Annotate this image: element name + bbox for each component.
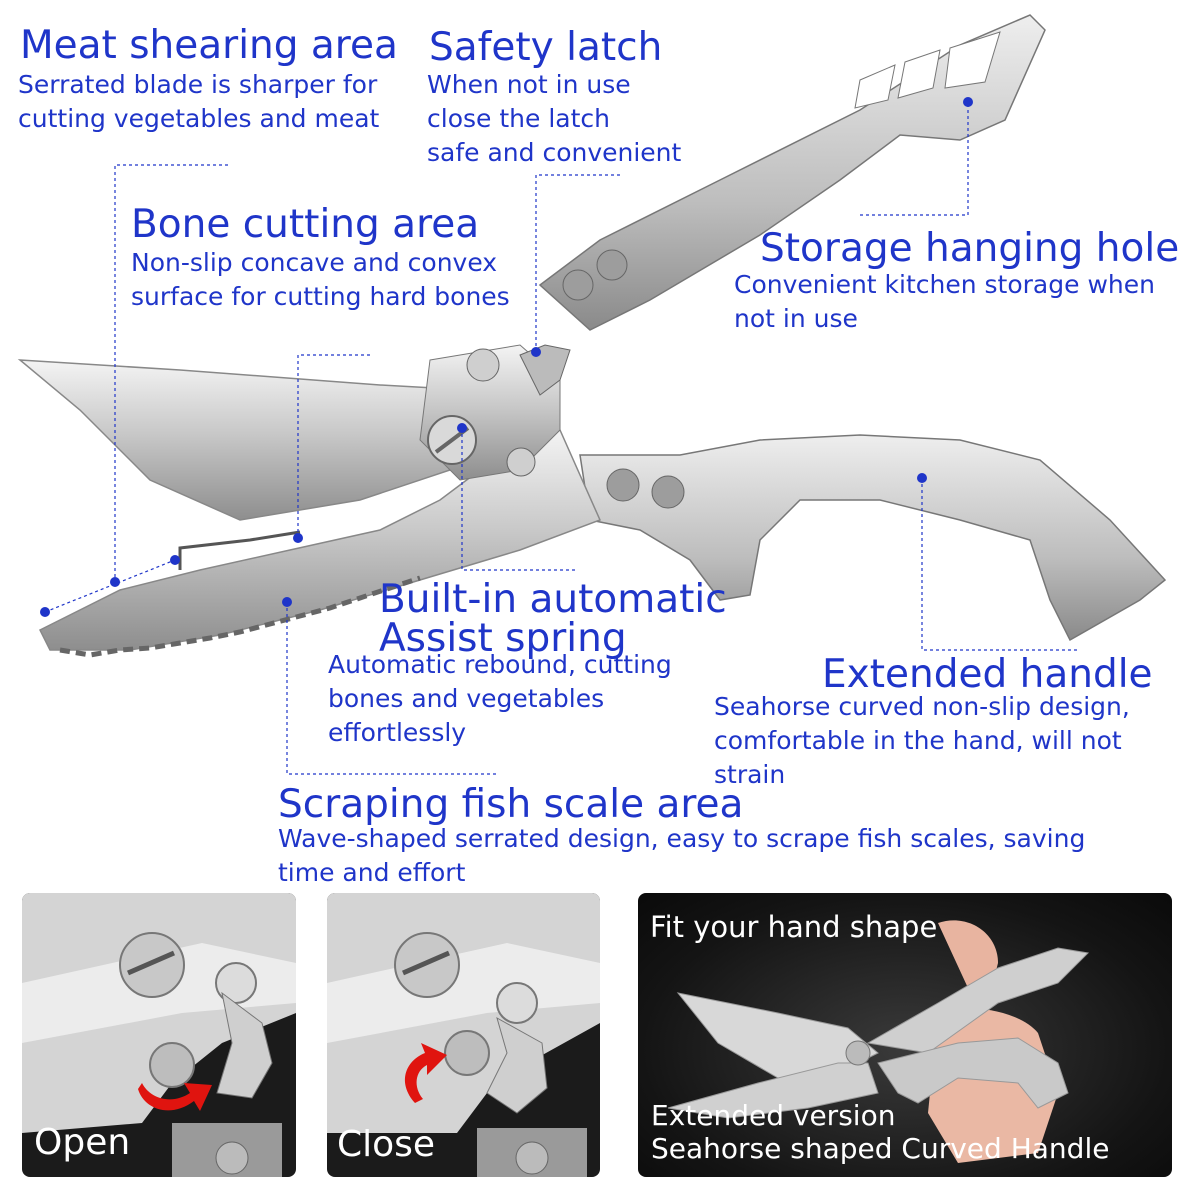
open-mechanism-illustration	[22, 893, 296, 1177]
fish-scale-title: Scraping fish scale area	[278, 782, 744, 827]
close-demo-panel: Close	[327, 893, 600, 1177]
fish-scale-description: Wave-shaped serrated design, easy to scr…	[278, 824, 1086, 887]
upper-rivets	[562, 249, 628, 301]
fit-hand-label: Fit your hand shape	[650, 910, 938, 944]
extended-handle-title: Extended handle	[822, 652, 1153, 697]
bone-cutting-title: Bone cutting area	[131, 202, 480, 247]
safety-latch-title: Safety latch	[429, 25, 663, 70]
storage-hole-title: Storage hanging hole	[760, 226, 1180, 271]
open-arrow-icon	[138, 1083, 212, 1111]
callout-dots	[40, 97, 973, 617]
close-mechanism-illustration	[327, 893, 600, 1177]
open-demo-panel: Open	[22, 893, 296, 1177]
close-arrow-icon	[404, 1043, 447, 1103]
safety-latch-description: When not in use close the latch safe and…	[427, 70, 682, 167]
assist-spring-title: Built-in automatic Assist spring	[379, 577, 727, 661]
hand-fit-panel: Fit your hand shape Extended version Sea…	[638, 893, 1172, 1177]
pivot-mechanism	[419, 344, 571, 481]
upper-handle	[538, 14, 1046, 331]
lower-handle	[579, 434, 1167, 642]
bottom-blade	[38, 429, 602, 658]
extended-handle-description: Seahorse curved non-slip design, comfort…	[714, 692, 1130, 789]
extended-version-caption: Extended version Seahorse shaped Curved …	[651, 1099, 1110, 1165]
storage-hole-description: Convenient kitchen storage when not in u…	[734, 270, 1155, 333]
hand-holding-scissors-illustration	[667, 920, 1090, 1163]
meat-shearing-description: Serrated blade is sharper for cutting ve…	[18, 70, 380, 133]
assist-spring-description: Automatic rebound, cutting bones and veg…	[328, 650, 672, 747]
callout-lines	[44, 102, 1080, 775]
bone-cutting-description: Non-slip concave and convex surface for …	[131, 248, 510, 311]
close-label: Close	[337, 1124, 436, 1165]
open-label: Open	[34, 1122, 131, 1163]
meat-shearing-title: Meat shearing area	[20, 23, 398, 68]
